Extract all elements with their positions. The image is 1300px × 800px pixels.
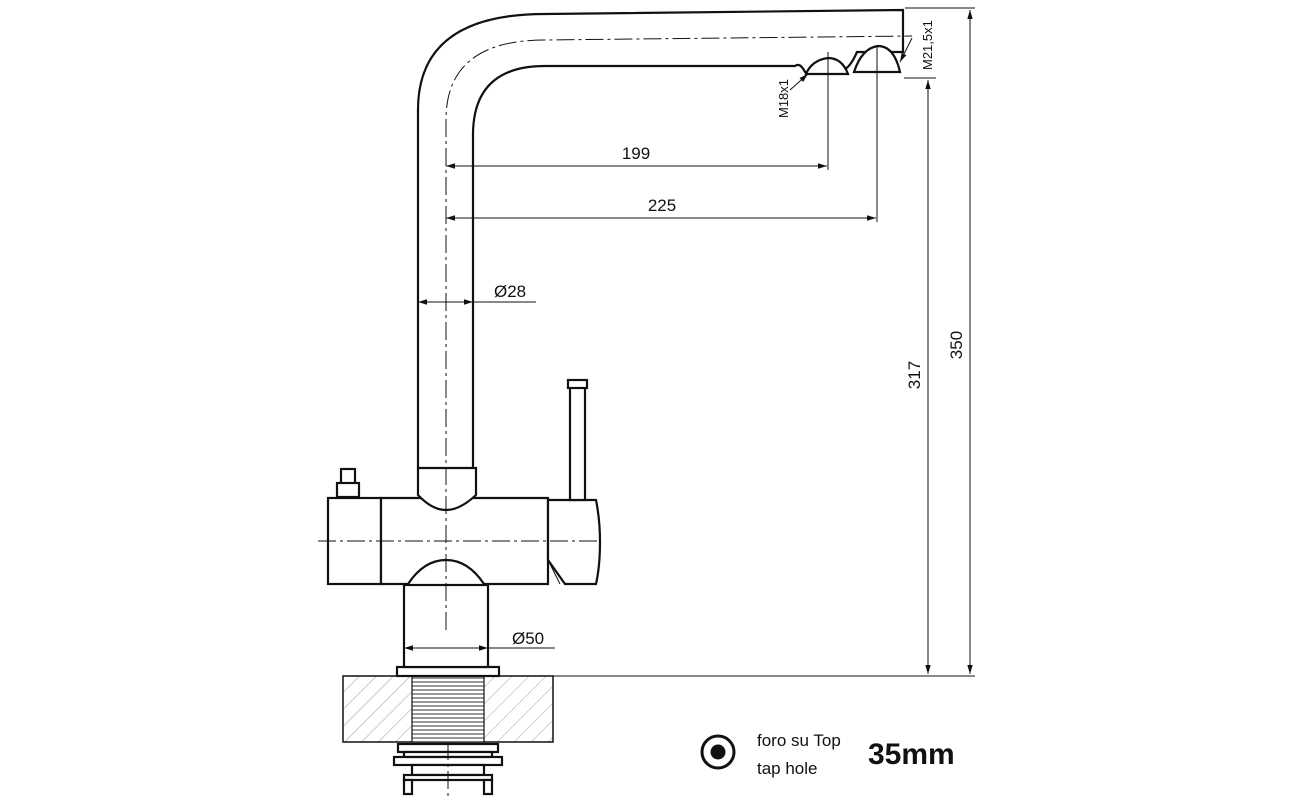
dimension-199: 199: [446, 144, 827, 169]
dimension-base-diameter: Ø50: [404, 629, 555, 651]
dimension-label: 350: [947, 331, 966, 359]
faucet-body: [326, 378, 602, 586]
dimension-350: 350: [905, 7, 975, 674]
countertop: [342, 675, 975, 743]
dimension-317: 317: [904, 77, 936, 674]
thread-callout-m21: M21,5x1: [899, 20, 935, 70]
faucet-spout: [416, 8, 905, 468]
dimension-225: 225: [446, 196, 876, 221]
thread-callout-m18: M18x1: [776, 73, 809, 118]
legend-label-english: tap hole: [757, 759, 818, 778]
tap-hole-legend: foro su Top tap hole 35mm: [700, 731, 955, 778]
dimension-label: Ø28: [494, 282, 526, 301]
center-lines: [318, 35, 913, 630]
thread-label: M21,5x1: [920, 20, 935, 70]
dimension-label: 199: [622, 144, 650, 163]
dimension-label: Ø50: [512, 629, 544, 648]
hole-size-value: 35mm: [868, 738, 955, 771]
dimension-label: 317: [905, 361, 924, 389]
dimension-spout-diameter: Ø28: [418, 282, 536, 305]
faucet-base: [395, 583, 501, 678]
legend-label-italian: foro su Top: [757, 731, 841, 750]
dimension-label: 225: [648, 196, 676, 215]
tap-hole-icon: [700, 734, 736, 770]
thread-label: M18x1: [776, 79, 791, 118]
mounting-hardware: [392, 742, 504, 798]
